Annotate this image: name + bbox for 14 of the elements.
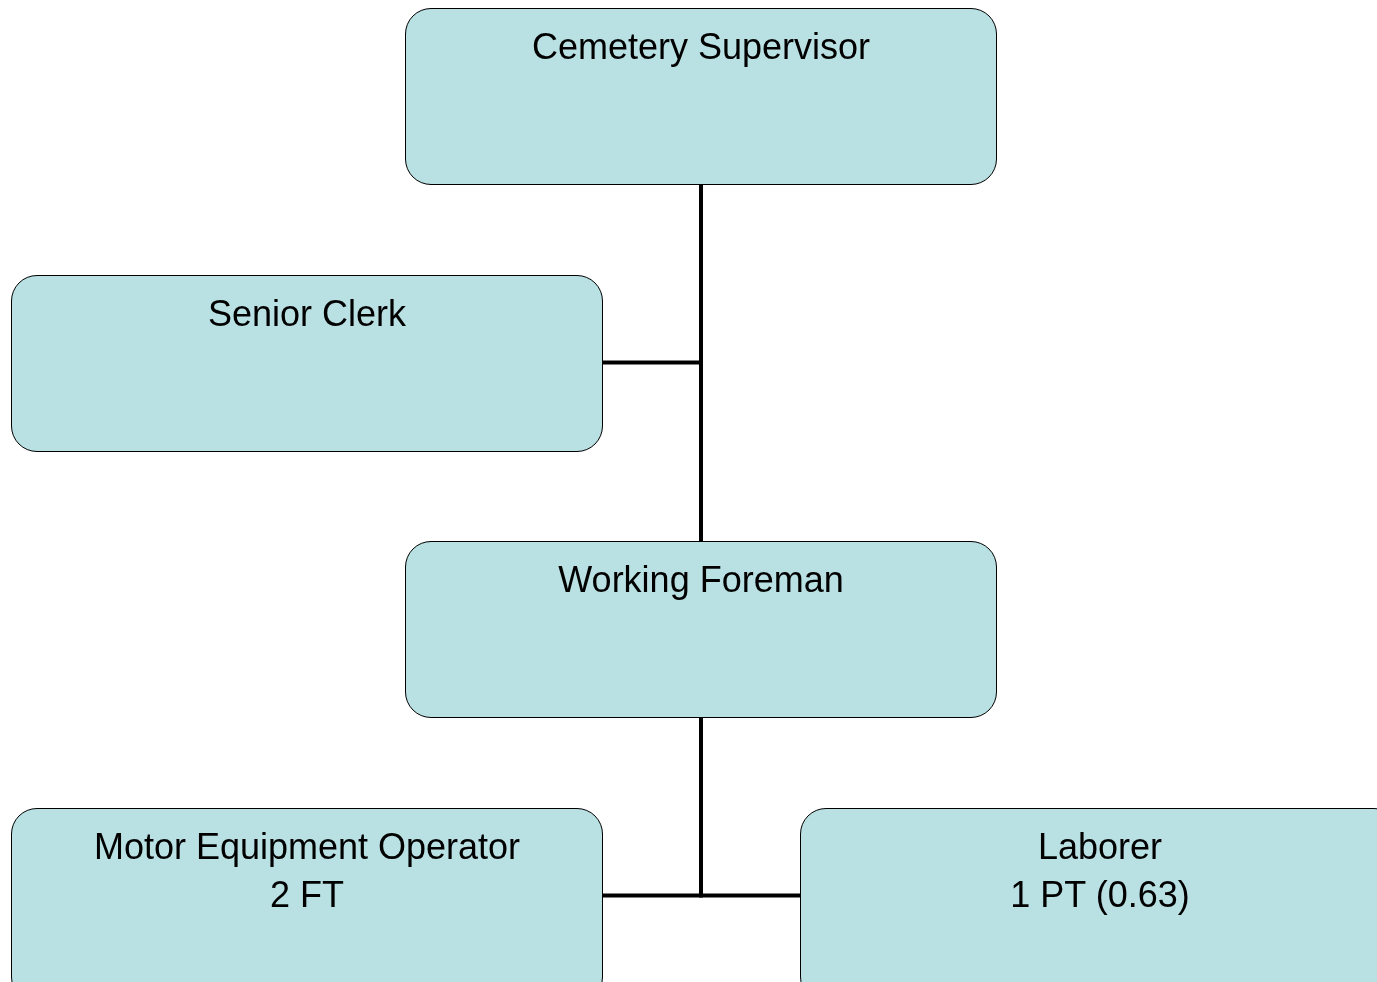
role-box bbox=[405, 541, 997, 718]
role-title: Senior Clerk bbox=[207, 292, 407, 336]
role-box bbox=[800, 808, 1377, 982]
role-box bbox=[11, 808, 603, 982]
role-title: 1 PT (0.63) bbox=[1010, 873, 1190, 917]
role-title: Laborer bbox=[1037, 825, 1163, 869]
role-title: Working Foreman bbox=[558, 558, 844, 602]
role-title: 2 FT bbox=[270, 873, 344, 917]
role-title: Motor Equipment Operator bbox=[93, 825, 521, 869]
role-box bbox=[11, 275, 603, 452]
connector-line bbox=[603, 185, 703, 365]
role-box bbox=[405, 8, 997, 185]
connector-line bbox=[699, 718, 800, 898]
role-title: Cemetery Supervisor bbox=[531, 25, 871, 69]
